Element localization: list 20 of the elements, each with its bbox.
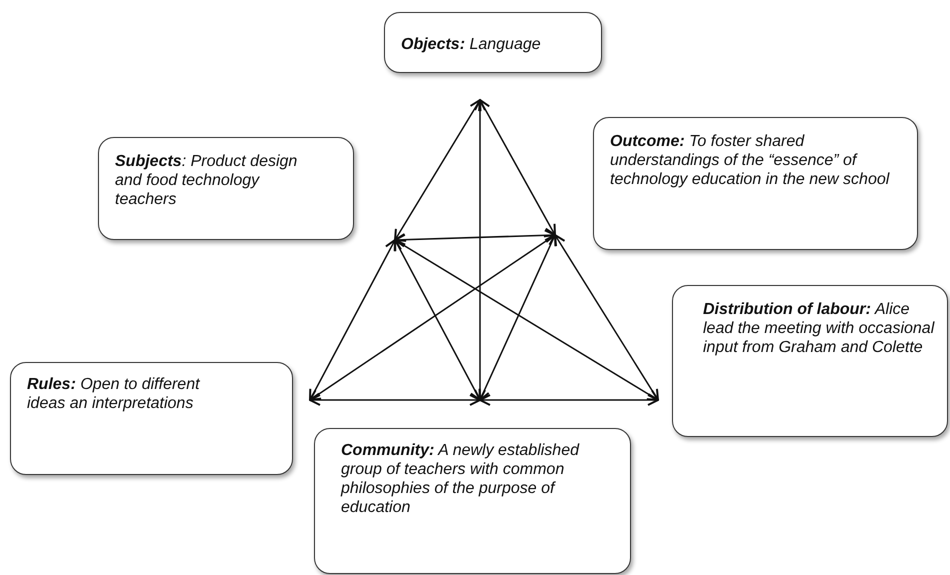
text-card	[593, 117, 918, 250]
double-arrow	[479, 394, 659, 406]
text-card	[384, 12, 602, 73]
card-text: Community: A newly established group of teachers with common philosophies of the purpose of education	[341, 441, 580, 517]
text-card	[314, 428, 631, 574]
card-text: Outcome: To foster shared understandings of the “essence” of technology education in the new school	[610, 132, 891, 189]
double-arrow	[554, 234, 659, 401]
double-arrow	[394, 239, 659, 401]
text-card	[10, 362, 293, 475]
card-text: Distribution of labour: Alice lead the meeting with occasional input from Graham and Colette	[703, 300, 936, 357]
text-card	[672, 285, 948, 437]
double-arrow	[309, 234, 556, 401]
text-card	[98, 137, 354, 240]
double-arrow	[309, 239, 396, 401]
double-arrow	[309, 394, 481, 406]
double-arrow	[479, 99, 556, 236]
double-arrow	[394, 99, 481, 241]
card-text: Rules: Open to different ideas an interpretations	[27, 375, 202, 413]
card-text: Subjects: Product design and food technology teachers	[115, 152, 298, 209]
card-text: Objects: Language	[401, 35, 542, 54]
